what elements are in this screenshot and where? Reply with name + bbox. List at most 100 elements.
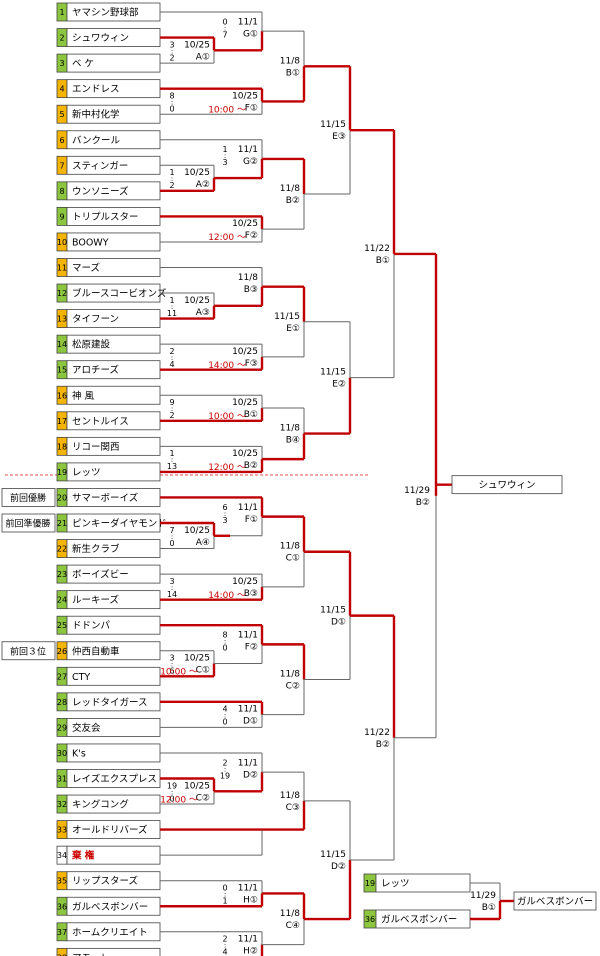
team-name: トリプルスター [72,212,139,223]
match-venue: B② [416,498,430,508]
team-name: ガルベスボンバー [381,915,457,926]
match-venue: A④ [196,538,210,548]
match-date: 11/8 [280,909,300,919]
score-separator: : [171,456,173,464]
team-name: サマーボーイズ [72,492,139,504]
previous-result-label: 前回優勝 [10,492,46,504]
team-name: ルーキーズ [72,594,120,606]
team-number: 16 [57,391,67,400]
match-date: 11/8 [238,273,258,283]
team-number: 5 [59,110,64,119]
score-separator: : [171,584,173,592]
team-number: 21 [57,519,67,528]
team-row: 9 トリプルスター [56,206,161,226]
match-venue: B① [244,410,258,420]
score-separator: : [224,890,226,898]
match-date: 11/15 [320,606,346,616]
match-date: 10/25 [184,781,210,791]
score: 2 [169,53,174,62]
team-name: 新中村化学 [72,109,120,121]
match-venue: F② [245,643,258,653]
score: 4 [169,360,174,369]
team-number: 17 [57,417,67,426]
match-date: 11/1 [238,758,258,768]
team-number: 35 [57,877,67,886]
match-time: 14:00 ～ [208,361,246,371]
team-number: 11 [57,264,67,273]
match-venue: D① [243,717,258,727]
team-name: タイフーン [72,314,119,325]
team-name: BOOWY [72,237,109,248]
team-number: 29 [57,723,67,732]
previous-result-box [1,513,56,533]
match-venue: C④ [286,921,300,931]
match-venue: F① [245,103,258,113]
team-name: 神 風 [72,390,95,402]
team-number: 15 [57,366,67,375]
score-separator: : [171,98,173,106]
team-name: スティンガー [72,161,128,172]
team-number: 14 [57,340,67,349]
team-number: 1 [59,8,64,17]
team-name: バンクール [72,135,120,146]
score: 0 [222,883,227,892]
match-date: 11/8 [280,542,300,552]
score: 4 [222,705,227,714]
score: 3 [222,516,227,525]
team-number: 6 [59,136,64,145]
team-number-box [56,947,68,956]
match-date: 10/25 [232,347,258,357]
team-number: 28 [57,698,67,707]
team-number: 34 [57,851,67,860]
match-venue: G① [243,29,258,39]
champion-name: ガルベスボンバー [517,897,593,908]
team-name: レッドタイガース [72,697,148,708]
match-venue: B② [244,461,258,471]
match-date: 10/25 [232,398,258,408]
score-separator: : [171,533,173,541]
match-date: 11/15 [320,120,346,130]
team-row: 5 新中村化学 [56,104,161,124]
match-date: 10/25 [184,40,210,50]
team-number: 30 [57,749,67,758]
match-venue: C② [196,793,210,803]
team-name: 棄 権 [71,850,95,862]
team-name: ウンソニーズ [72,185,129,197]
score: 2 [169,181,174,190]
team-name: 松原建設 [72,339,111,351]
score-separator: : [224,765,226,773]
team-name: ホームクリエイト [72,927,148,938]
score: 6 [169,667,174,676]
score: 2 [222,758,227,767]
team-name: ドドンパ [72,621,111,632]
team-name: レッツ [72,467,101,478]
team-number: 38 [57,953,67,956]
team-name: K's [72,748,86,759]
score: 8 [169,91,174,100]
team-number: 27 [57,672,67,681]
team-number: 36 [365,915,375,924]
match-venue: D① [331,618,346,628]
champion-box [451,475,563,495]
team-name-box [66,947,161,956]
match-time: 14:00 ～ [208,591,246,601]
team-number: 9 [59,212,64,221]
team-name: レッツ [381,879,410,890]
match-venue: F③ [245,359,258,369]
match-date: 11/1 [238,705,258,715]
match-date: 10/25 [232,91,258,101]
team-number: 19 [365,879,375,888]
